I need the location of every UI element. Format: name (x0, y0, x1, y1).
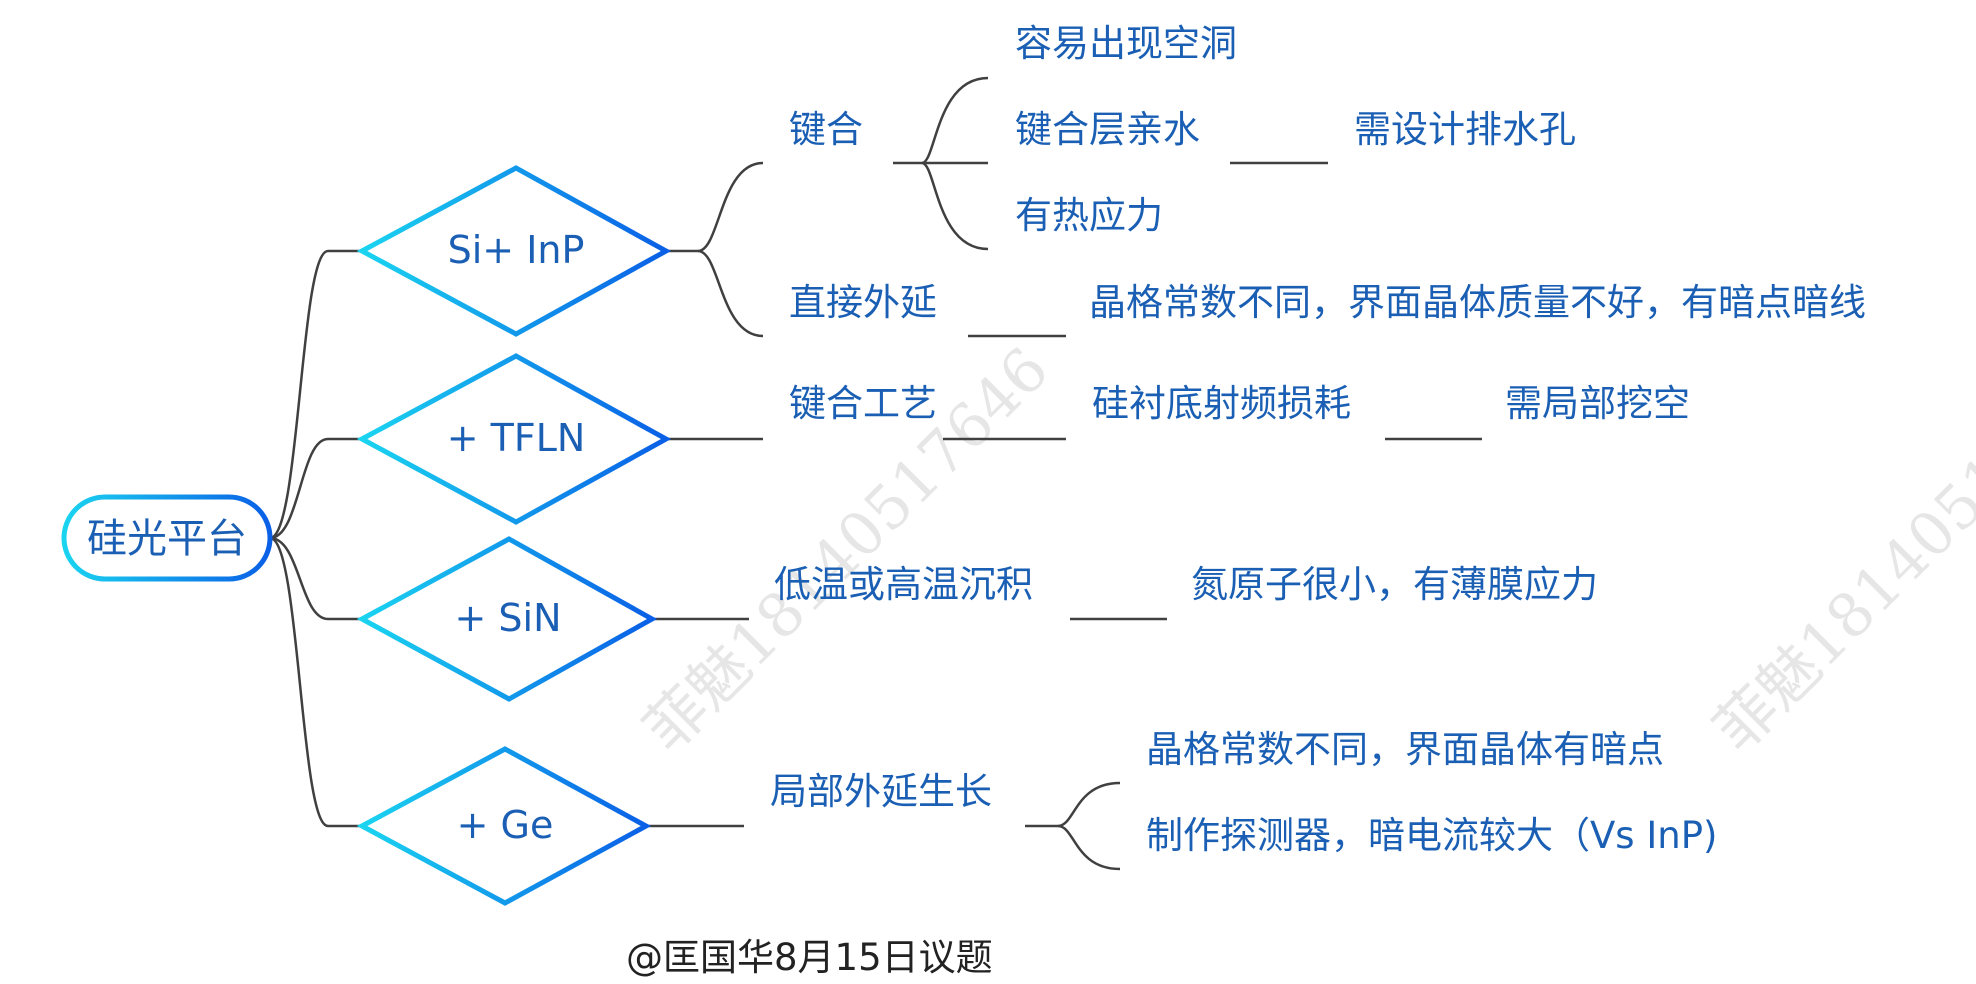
diamond-frame (356, 165, 672, 337)
topic-label: 硅衬底射频损耗 (1092, 382, 1351, 425)
topic-drain-holes[interactable]: 需设计排水孔 (1325, 108, 1611, 166)
edge-to-lattice-2 (1057, 781, 1121, 828)
edge-to-dark-current (1057, 824, 1121, 871)
diamond-frame (356, 746, 652, 906)
topic-label: 晶格常数不同，界面晶体有暗点 (1146, 728, 1664, 771)
topic-direct-epi[interactable]: 直接外延 (760, 281, 971, 339)
diamond-frame (356, 536, 658, 702)
topic-label: 氮原子很小，有薄膜应力 (1191, 563, 1598, 606)
watermark: 菲魅18140517646 (1701, 334, 1976, 765)
branch-tfln[interactable]: + TFLN (356, 353, 672, 525)
topic-label: 直接外延 (789, 281, 937, 324)
topic-rf-loss[interactable]: 硅衬底射频损耗 (1063, 382, 1388, 442)
edge-root-si-inp (269, 249, 362, 540)
topic-thermal-stress[interactable]: 有热应力 (985, 194, 1196, 252)
diamond-frame (356, 353, 672, 525)
topic-label: 低温或高温沉积 (774, 563, 1033, 606)
topic-label: 有热应力 (1015, 194, 1163, 237)
topic-bonding-process[interactable]: 键合工艺 (760, 382, 946, 442)
topic-label: 容易出现空洞 (1015, 22, 1237, 65)
edge-to-direct-epi (697, 249, 764, 338)
topic-lattice-2[interactable]: 晶格常数不同，界面晶体有暗点 (1117, 728, 1707, 786)
topic-lattice-1[interactable]: 晶格常数不同，界面晶体质量不好，有暗点暗线 (1063, 281, 1919, 339)
topic-nitrogen[interactable]: 氮原子很小，有薄膜应力 (1164, 563, 1639, 622)
edges (269, 76, 1482, 871)
edge-root-ge (269, 536, 362, 828)
branch-si-inp[interactable]: Si+ InP (356, 165, 672, 337)
root-node[interactable]: 硅光平台 (61, 494, 273, 582)
topic-label: 晶格常数不同，界面晶体质量不好，有暗点暗线 (1089, 281, 1866, 324)
topic-bonding[interactable]: 键合 (760, 108, 896, 166)
topic-deposition[interactable]: 低温或高温沉积 (746, 563, 1073, 622)
credit-text: @匡国华8月15日议题 (626, 936, 993, 979)
branch-label: Si+ InP (448, 228, 585, 272)
topic-label: 需局部挖空 (1505, 382, 1690, 425)
topic-local-epi[interactable]: 局部外延生长 (741, 770, 1028, 829)
topic-label: 制作探测器，暗电流较大（Vs InP) (1146, 814, 1717, 857)
topic-label: 键合层亲水 (1015, 108, 1200, 151)
topic-local-hollow[interactable]: 需局部挖空 (1479, 382, 1726, 442)
topic-dark-current[interactable]: 制作探测器，暗电流较大（Vs InP) (1117, 814, 1781, 872)
topic-label: 需设计排水孔 (1354, 108, 1576, 151)
topic-label: 局部外延生长 (770, 770, 992, 813)
branch-sin[interactable]: + SiN (356, 536, 658, 702)
branch-label: + Ge (457, 803, 554, 847)
root-label: 硅光平台 (87, 516, 247, 562)
topic-voids[interactable]: 容易出现空洞 (985, 22, 1271, 81)
branch-label: + TFLN (447, 416, 586, 460)
edge-root-sin (269, 536, 362, 621)
root-node-frame (61, 494, 273, 582)
edge-root-tfln (269, 437, 362, 540)
branch-ge[interactable]: + Ge (356, 746, 652, 906)
branch-label: + SiN (454, 596, 561, 640)
edge-to-bonding (697, 161, 764, 253)
edge-to-thermal-stress (921, 161, 989, 251)
topic-label: 键合工艺 (789, 382, 937, 425)
edge-to-voids (921, 76, 989, 165)
topic-label: 键合 (789, 108, 863, 151)
topic-hydrophilic[interactable]: 键合层亲水 (985, 108, 1233, 166)
